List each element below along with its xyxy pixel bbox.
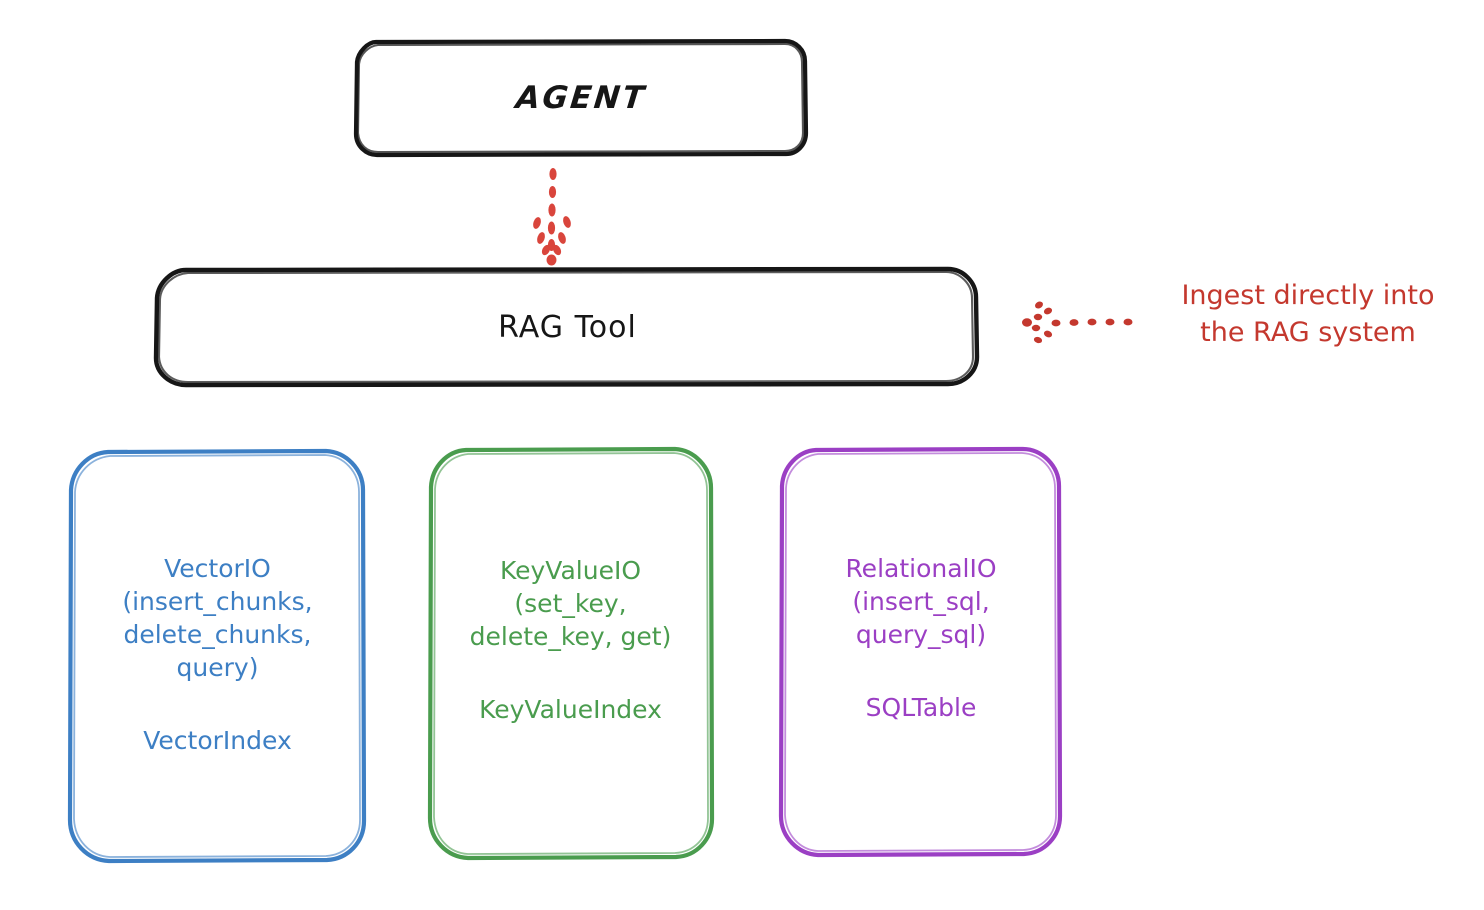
vector-io-api-label: VectorIO (insert_chunks, delete_chunks, … bbox=[122, 553, 313, 682]
sql-table-label: SQLTable bbox=[865, 693, 977, 722]
rag-tool-label: RAG Tool bbox=[498, 309, 637, 345]
relational-io-node[interactable]: RelationalIO (insert_sql, query_sql) SQL… bbox=[780, 448, 1062, 854]
ingest-arrow bbox=[1022, 301, 1133, 344]
rag-tool-node[interactable]: RAG Tool bbox=[155, 268, 980, 386]
vector-io-box-outline bbox=[67, 448, 367, 864]
rag-tool-box-outline bbox=[153, 266, 980, 388]
relational-io-box-outline bbox=[778, 446, 1063, 858]
agent-label: AGENT bbox=[513, 80, 648, 116]
vector-io-node[interactable]: VectorIO (insert_chunks, delete_chunks, … bbox=[70, 450, 365, 862]
key-value-io-node[interactable]: KeyValueIO (set_key, delete_key, get) Ke… bbox=[428, 448, 713, 858]
agent-to-rag-arrow bbox=[533, 168, 571, 266]
relational-io-api-label: RelationalIO (insert_sql, query_sql) bbox=[845, 554, 997, 649]
key-value-io-box-outline bbox=[427, 446, 715, 861]
vector-index-label: VectorIndex bbox=[143, 725, 292, 755]
agent-node[interactable]: AGENT bbox=[355, 40, 807, 156]
key-value-index-label: KeyValueIndex bbox=[479, 695, 662, 724]
agent-box-outline bbox=[353, 38, 809, 158]
ingest-annotation-label: Ingest directly into the RAG system bbox=[1181, 280, 1435, 348]
key-value-io-api-label: KeyValueIO (set_key, delete_key, get) bbox=[469, 556, 672, 651]
